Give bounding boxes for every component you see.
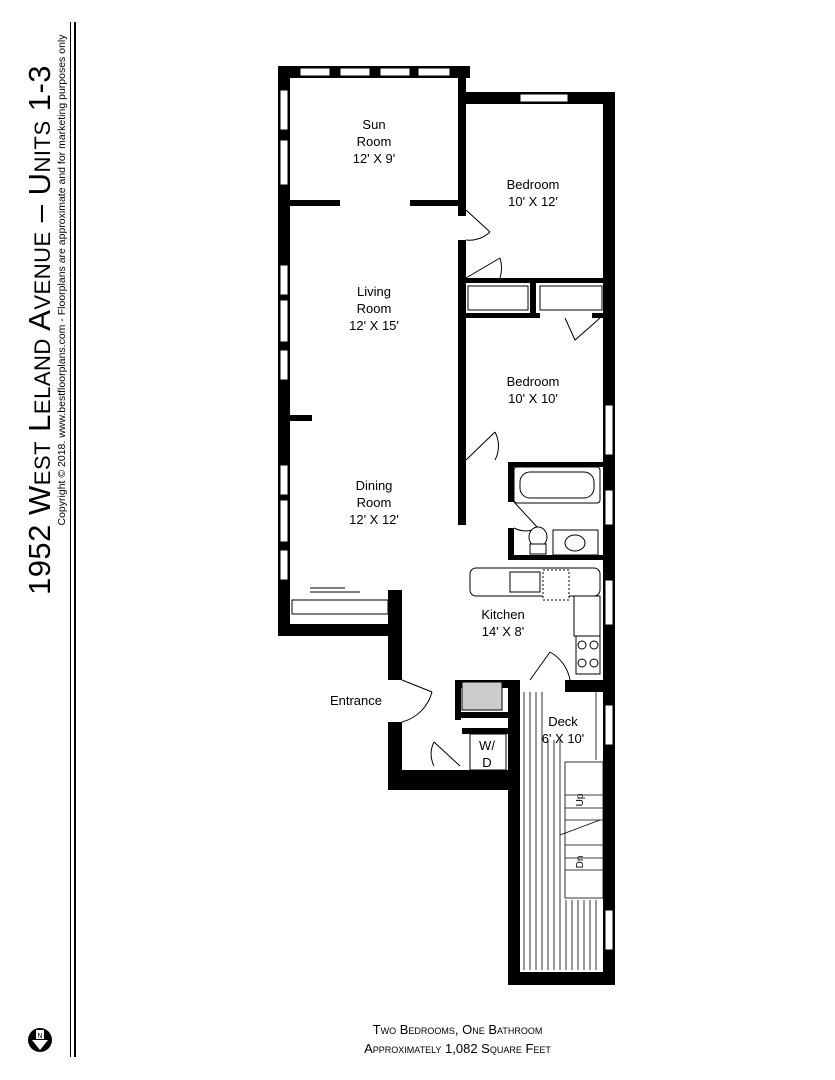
windows [279,67,614,951]
living-room-name: Room [357,301,392,316]
kitchen-size: 14' X 8' [482,624,525,639]
stairs-icon [559,761,604,899]
kitchen-sink-icon [509,571,541,593]
doors [310,209,601,771]
bedroom-1-name: Bedroom [507,177,560,192]
entrance-name: Entrance [330,693,382,708]
living-room-name: Living [357,284,391,299]
walls [278,66,615,985]
washer-dryer-label: W/ [479,738,495,753]
dining-room-name: Dining [356,478,393,493]
dining-room-name: Room [357,495,392,510]
summary-area: Approximately 1,082 Square Feet [364,1041,551,1056]
stairs-down-label: Dn [575,856,586,869]
fixtures [461,466,601,711]
north-compass-icon: N [28,1028,52,1052]
living-room-size: 12' X 15' [349,318,399,333]
washer-dryer-label: D [482,755,491,770]
deck-name: Deck [548,714,578,729]
sun-room-size: 12' X 9' [353,151,396,166]
deck-size: 6' X 10' [542,731,585,746]
bedroom-1-size: 10' X 12' [508,194,558,209]
divider-line [70,22,71,1057]
sun-room-name: Sun [362,117,385,132]
bedroom-2-size: 10' X 10' [508,391,558,406]
summary-rooms: Two Bedrooms, One Bathroom [372,1022,543,1037]
deck-boards [523,692,597,970]
compass-label: N [37,1033,42,1040]
kitchen-name: Kitchen [481,607,524,622]
divider-line [74,22,76,1057]
stairs-up-label: Up [575,793,586,806]
plan-summary: Two Bedrooms, One Bathroom Approximately… [0,1020,835,1058]
room-labels: Sun Room 12' X 9' Bedroom 10' X 12' Livi… [330,117,584,770]
sun-room-name: Room [357,134,392,149]
dining-room-size: 12' X 12' [349,512,399,527]
bedroom-2-name: Bedroom [507,374,560,389]
